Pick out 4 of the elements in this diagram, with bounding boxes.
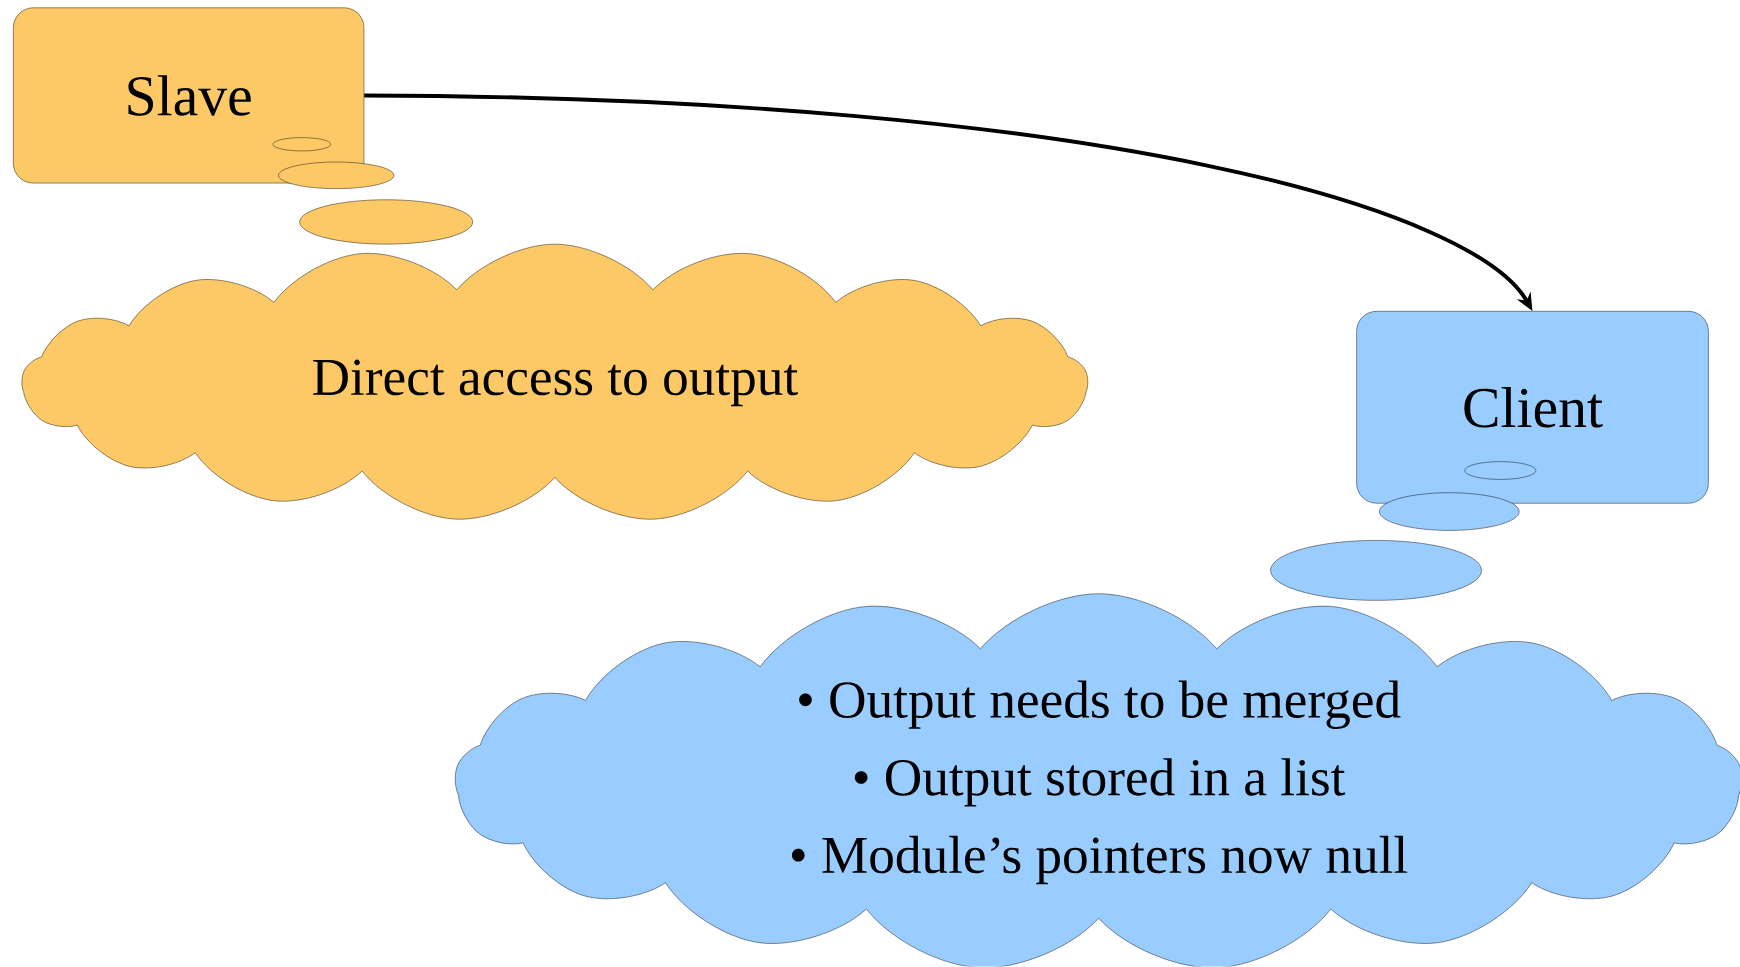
thought-cloud: • Output needs to be merged • Output stored in a list • Module’s pointers now null [455, 593, 1740, 967]
thought-cloud: Direct access to output [21, 244, 1089, 520]
process-box: Client [1356, 311, 1709, 504]
process-box: Slave [13, 7, 365, 184]
